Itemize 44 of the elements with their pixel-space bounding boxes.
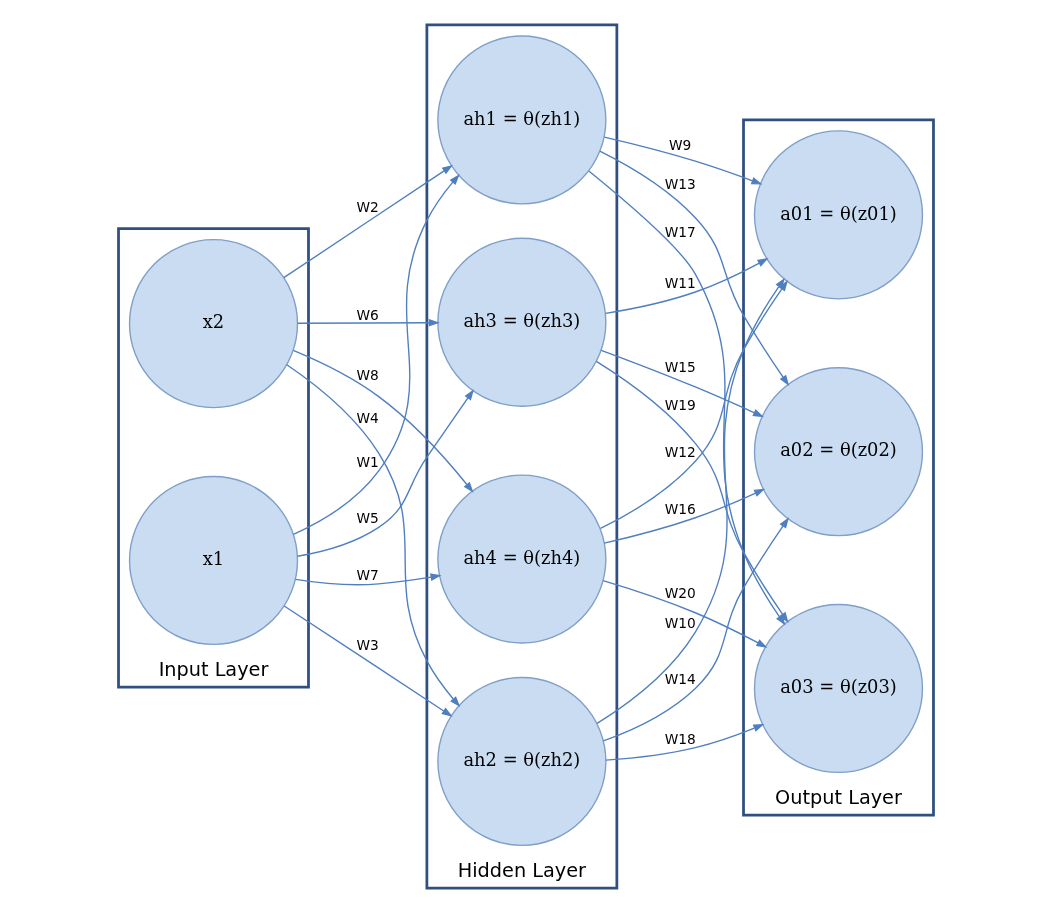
arrow	[603, 488, 766, 544]
node-circle: ah3 = θ(zh3)	[437, 237, 607, 407]
node-circle: x2	[128, 239, 299, 409]
edge-label: W7	[356, 566, 379, 583]
edge-label: W9	[669, 137, 692, 154]
arrow	[292, 174, 460, 536]
arrow	[603, 136, 763, 185]
arrow	[286, 364, 461, 707]
node-circle: ah1 = θ(zh1)	[437, 35, 607, 205]
edge-label: W12	[664, 444, 696, 461]
arrow	[294, 573, 442, 586]
edge-label: W18	[664, 730, 696, 747]
edge-label: W11	[664, 274, 696, 291]
edge-label: W13	[664, 175, 696, 192]
edge-label: W8	[356, 367, 379, 384]
edge-label: W20	[664, 584, 696, 601]
arrow	[599, 150, 790, 387]
node-circle: ah2 = θ(zh2)	[437, 676, 607, 847]
edge-label: W16	[664, 500, 696, 517]
arrow	[296, 318, 440, 327]
edge-label: W10	[664, 614, 696, 631]
arrow	[600, 349, 764, 418]
arrow	[602, 579, 768, 648]
edge-label: W17	[664, 223, 696, 240]
edge-label: W14	[664, 671, 696, 688]
edge-label: W6	[356, 306, 379, 323]
edge-label: W1	[356, 453, 379, 470]
arrow	[599, 280, 788, 530]
node-circle: a01 = θ(z01)	[753, 130, 924, 300]
edge-label: W2	[356, 199, 379, 216]
arrow	[283, 605, 453, 717]
edge-label: W4	[356, 409, 379, 426]
arrow	[283, 164, 453, 279]
edge-label: W15	[664, 358, 696, 375]
node-circle: x1	[128, 475, 299, 646]
arrow	[605, 724, 765, 761]
arrow	[296, 389, 474, 557]
arrow	[292, 349, 474, 493]
edge-label: W19	[664, 397, 696, 414]
edge-label: W3	[356, 636, 379, 653]
edge-label: W5	[356, 510, 379, 527]
arrow	[604, 258, 769, 314]
arrow	[602, 517, 790, 742]
node-circle: ah4 = θ(zh4)	[437, 474, 607, 644]
